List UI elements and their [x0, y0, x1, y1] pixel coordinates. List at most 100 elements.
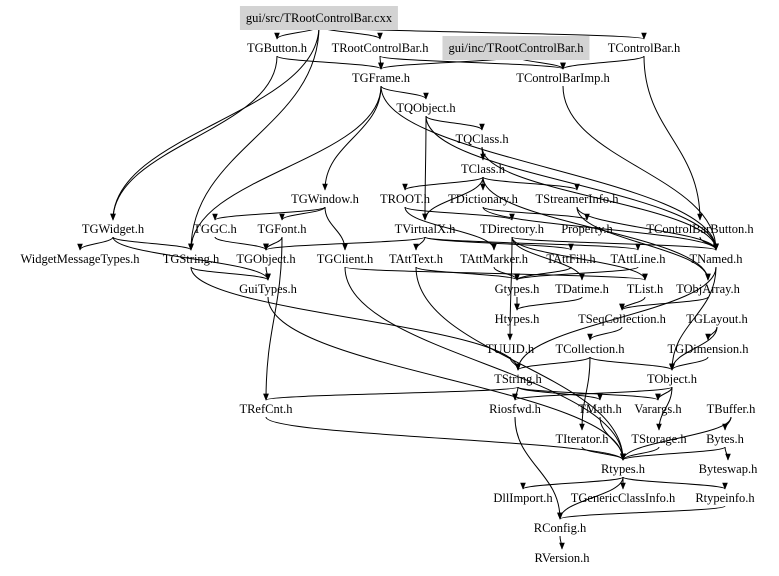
graph-edge-tgframe-to-tgwindow — [322, 85, 382, 191]
graph-node-tstring[interactable]: TString.h — [494, 372, 542, 386]
graph-node-rconfig[interactable]: RConfig.h — [533, 521, 587, 535]
graph-edge-tqclass-to-tnamed — [481, 146, 719, 251]
graph-node-tglayout[interactable]: TGLayout.h — [686, 312, 748, 326]
graph-edge-tobjarray-to-tseqcollection — [619, 296, 709, 311]
graph-node-tqclass[interactable]: TQClass.h — [455, 132, 509, 146]
graph-edge-tgwindow-to-tgfont — [279, 206, 326, 221]
graph-node-tobjarray[interactable]: TObjArray.h — [676, 282, 740, 296]
graph-edge-tobject-to-riosfwd — [512, 386, 673, 401]
graph-edge-tgdimension-to-tobject — [669, 356, 709, 371]
graph-node-gtypes[interactable]: Gtypes.h — [494, 282, 540, 296]
graph-node-tgfont[interactable]: TGFont.h — [257, 222, 307, 236]
graph-node-trefcnt[interactable]: TRefCnt.h — [239, 402, 293, 416]
graph-node-rtypes[interactable]: Rtypes.h — [600, 462, 646, 476]
graph-node-titerator[interactable]: TIterator.h — [555, 432, 609, 446]
graph-node-tvirtualx[interactable]: TVirtualX.h — [394, 222, 456, 236]
graph-edge-tvirtualx-to-tatttext — [413, 236, 426, 251]
graph-node-tobject[interactable]: TObject.h — [646, 372, 698, 386]
graph-node-bytes[interactable]: Bytes.h — [706, 432, 744, 446]
graph-node-tstorage[interactable]: TStorage.h — [631, 432, 687, 446]
graph-edge-rtypes-to-dllimport — [520, 476, 624, 490]
graph-edge-tdatime-to-htypes — [514, 296, 583, 311]
graph-node-tgframe[interactable]: TGFrame.h — [352, 71, 410, 85]
graph-edge-tcontrolbar-to-tcontrolbarimp — [560, 55, 645, 70]
graph-node-riosfwd[interactable]: Riosfwd.h — [489, 402, 541, 416]
graph-node-htypes[interactable]: Htypes.h — [494, 312, 540, 326]
graph-edge-tvirtualx-to-tattline — [424, 236, 641, 251]
graph-edge-tnamed-to-tstring — [515, 266, 717, 371]
graph-edge-riosfwd-to-rconfig — [514, 416, 563, 520]
graph-node-varargs[interactable]: Varargs.h — [634, 402, 682, 416]
graph-node-guitypes[interactable]: GuiTypes.h — [239, 282, 297, 296]
graph-node-tgenericclassinfo[interactable]: TGenericClassInfo.h — [570, 491, 676, 505]
graph-node-tgobject[interactable]: TGObject.h — [236, 252, 296, 266]
graph-node-tattfill[interactable]: TAttFill.h — [546, 252, 596, 266]
graph-node-tbuffer[interactable]: TBuffer.h — [706, 402, 756, 416]
graph-edge-tqobject-to-tvirtualx — [422, 115, 428, 221]
graph-node-tuuid[interactable]: TUUID.h — [485, 342, 535, 356]
graph-edge-tgframe-to-tgstring — [188, 85, 382, 251]
graph-node-tgwindow[interactable]: TGWindow.h — [291, 192, 359, 206]
graph-edge-tdirectory-to-tdatime — [511, 236, 585, 281]
graph-node-widgetmessagetypes[interactable]: WidgetMessageTypes.h — [20, 252, 140, 266]
graph-edge-tgwidget-to-widgetmessagetypes — [77, 236, 114, 251]
graph-edge-tgfont-to-trefcnt — [263, 236, 283, 401]
graph-edge-tclass-to-troot — [402, 176, 484, 191]
graph-node-tstreamerinfo[interactable]: TStreamerInfo.h — [535, 192, 619, 206]
graph-edge-tqobject-to-tqclass — [425, 115, 485, 131]
graph-node-tlist[interactable]: TList.h — [626, 282, 664, 296]
graph-edge-tobject-to-tstorage — [656, 386, 673, 431]
graph-node-tcollection[interactable]: TCollection.h — [555, 342, 625, 356]
graph-edge-trefcnt-to-rtypes — [265, 416, 626, 461]
graph-node-byteswap[interactable]: Byteswap.h — [698, 462, 758, 476]
graph-node-tcontrolbarimp[interactable]: TControlBarImp.h — [516, 71, 610, 85]
graph-node-inc[interactable]: gui/inc/TRootControlBar.h — [442, 36, 590, 60]
graph-node-tggc[interactable]: TGGC.h — [193, 222, 237, 236]
graph-node-rtypeinfo[interactable]: Rtypeinfo.h — [695, 491, 755, 505]
graph-node-tattline[interactable]: TAttLine.h — [610, 252, 666, 266]
graph-edge-tgclient-to-rtypes — [344, 266, 626, 461]
graph-node-tseqcollection[interactable]: TSeqCollection.h — [578, 312, 666, 326]
graph-edge-tgbutton-to-tgframe — [276, 55, 384, 70]
graph-node-tattmarker[interactable]: TAttMarker.h — [459, 252, 529, 266]
graph-edge-tstring-to-trefcnt — [263, 386, 519, 401]
graph-node-property[interactable]: Property.h — [561, 222, 613, 236]
graph-node-tdirectory[interactable]: TDirectory.h — [479, 222, 545, 236]
graph-edge-tstreamerinfo-to-tnamed — [576, 206, 719, 251]
graph-edge-tgobject-to-guitypes — [265, 266, 271, 281]
graph-node-tgbutton[interactable]: TGButton.h — [246, 41, 308, 55]
graph-edge-troot-to-tdirectory — [404, 206, 515, 221]
graph-node-tdatime[interactable]: TDatime.h — [555, 282, 609, 296]
graph-node-tnamed[interactable]: TNamed.h — [689, 252, 743, 266]
graph-node-src[interactable]: gui/src/TRootControlBar.cxx — [239, 6, 399, 30]
graph-node-tgdimension[interactable]: TGDimension.h — [667, 342, 749, 356]
graph-edge-bytes-to-rtypes — [620, 446, 726, 461]
graph-node-tqobject[interactable]: TQObject.h — [396, 101, 456, 115]
graph-node-tdictionary[interactable]: TDictionary.h — [448, 192, 518, 206]
graph-node-dllimport[interactable]: DllImport.h — [493, 491, 553, 505]
graph-node-troot[interactable]: TROOT.h — [379, 192, 431, 206]
graph-edge-tnamed-to-tobject — [669, 266, 717, 371]
graph-edge-tgwidget-to-guitypes — [112, 236, 271, 281]
graph-edge-tvirtualx-to-tgobject — [263, 236, 426, 251]
graph-edge-tdirectory-to-tlist — [511, 236, 648, 281]
graph-node-tclass[interactable]: TClass.h — [460, 162, 506, 176]
graph-node-tatttext[interactable]: TAttText.h — [388, 252, 444, 266]
graph-edge-tgclient-to-tlist — [344, 266, 648, 281]
graph-node-tcontrolbarbutton[interactable]: TControlBarButton.h — [646, 222, 754, 236]
graph-edge-tgwindow-to-tgclient — [324, 206, 348, 251]
graph-node-tgstring[interactable]: TGString.h — [162, 252, 220, 266]
graph-edge-tgstring-to-tstring — [190, 266, 521, 371]
graph-edge-tdirectory-to-tnamed — [511, 236, 719, 251]
graph-edge-tgwindow-to-tggc — [212, 206, 326, 221]
graph-edge-tdirectory-to-tuuid — [507, 236, 513, 341]
graph-node-rversion[interactable]: RVersion.h — [534, 551, 590, 565]
graph-node-tgclient[interactable]: TGClient.h — [316, 252, 374, 266]
graph-node-tgwidget[interactable]: TGWidget.h — [81, 222, 145, 236]
graph-node-tmath[interactable]: TMath.h — [578, 402, 622, 416]
graph-edge-src-to-tgstring — [188, 25, 320, 251]
graph-edge-tatttext-to-gtypes — [415, 266, 520, 281]
graph-edge-tcontrolbar-to-tcontrolbarbutton — [643, 55, 703, 221]
graph-node-trootcontrolbar[interactable]: TRootControlBar.h — [331, 41, 429, 55]
graph-node-tcontrolbar[interactable]: TControlBar.h — [607, 41, 681, 55]
